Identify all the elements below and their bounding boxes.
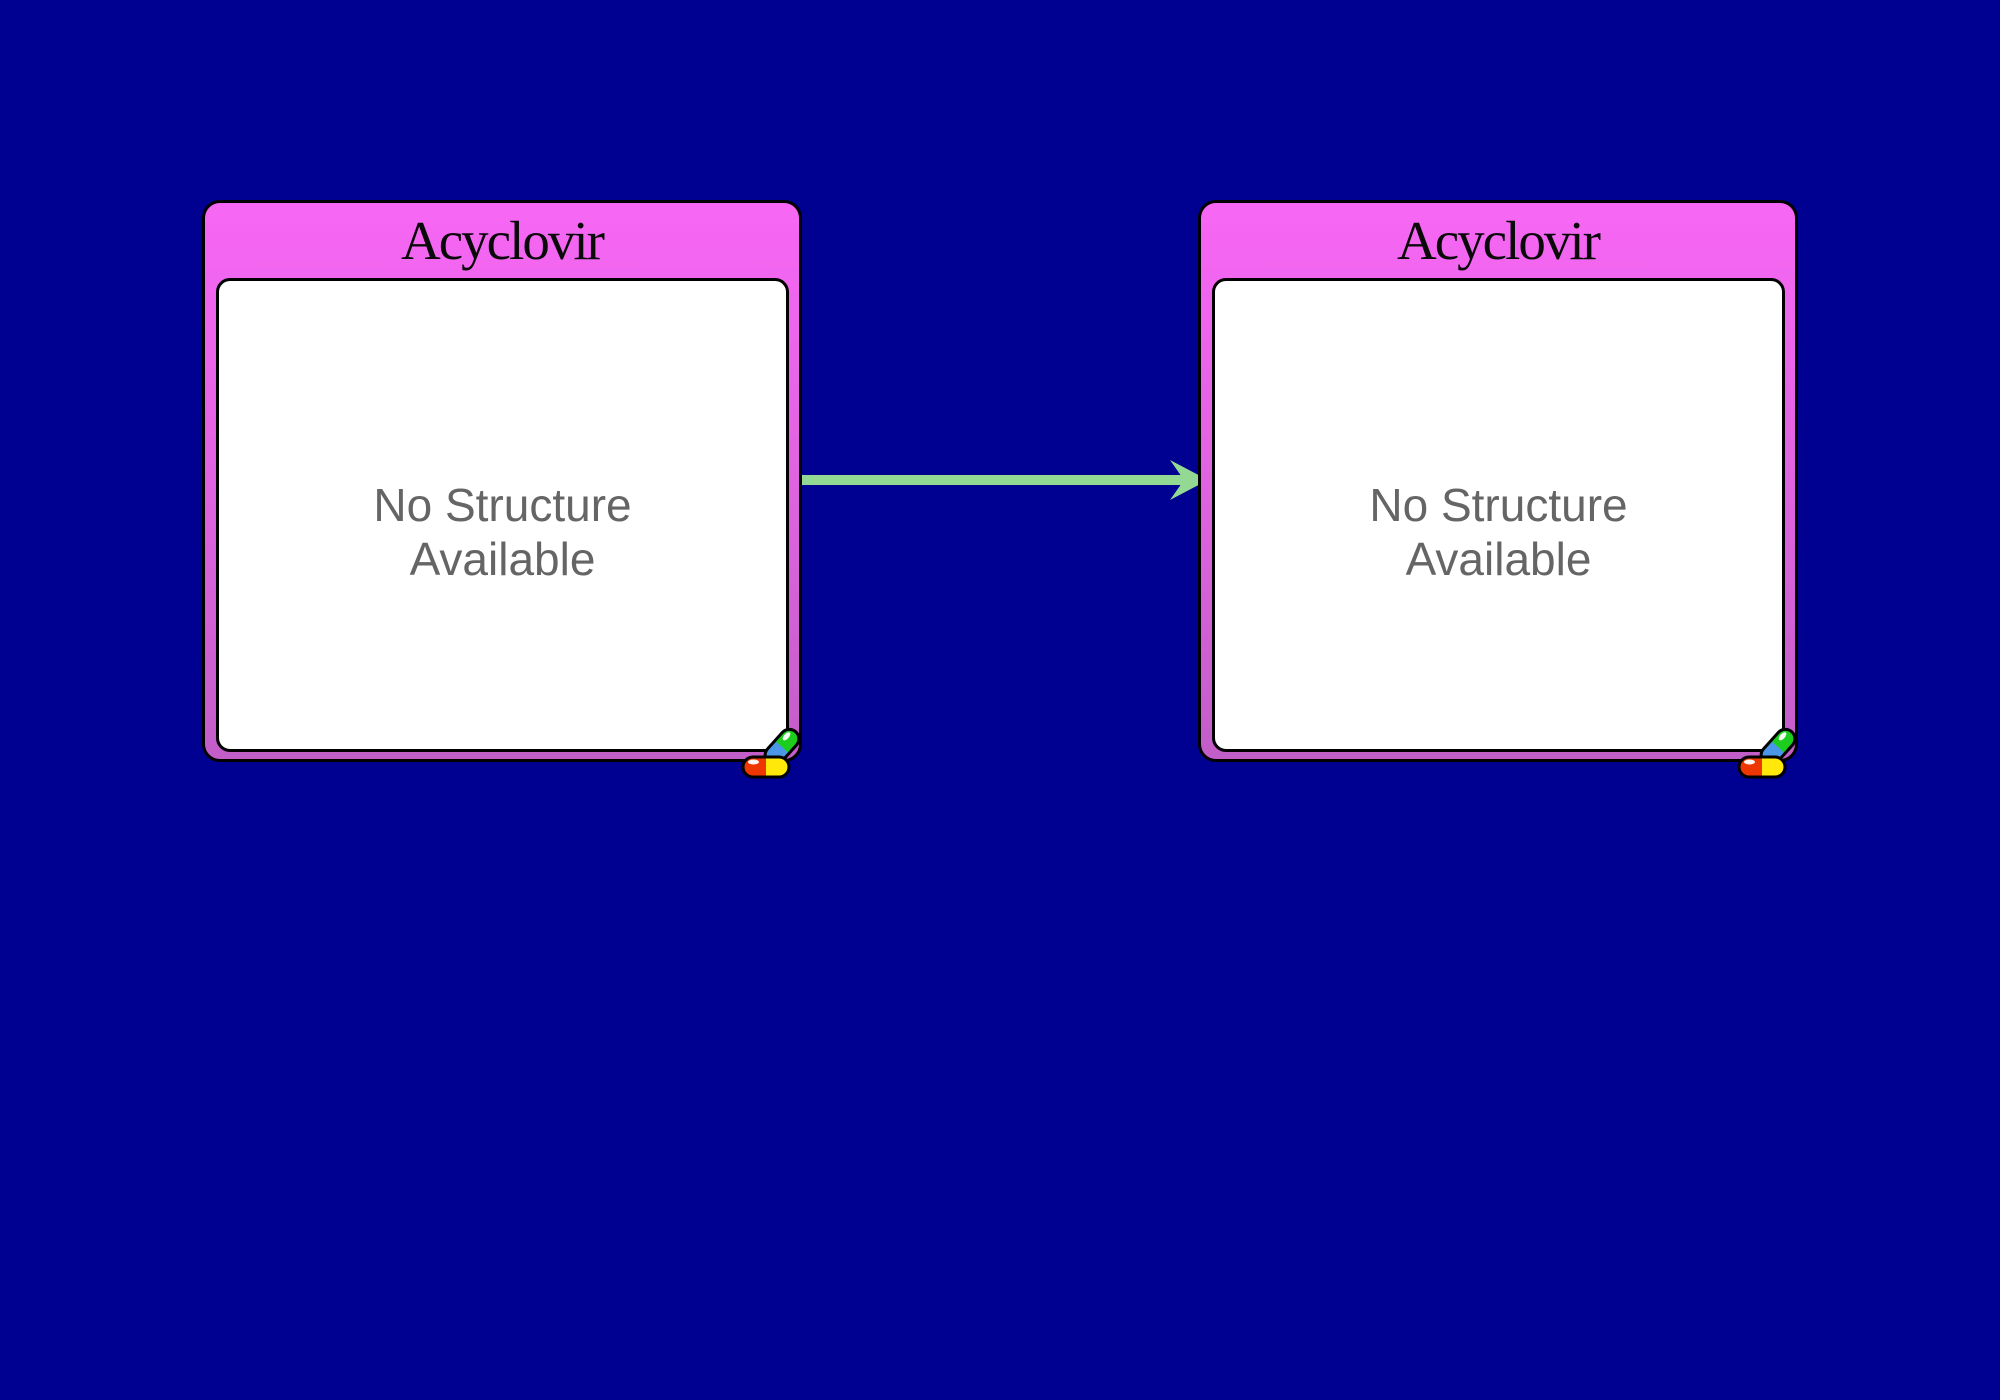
no-structure-line2: Available — [409, 533, 596, 585]
structure-panel: No Structure Available — [1212, 278, 1785, 752]
pills-icon[interactable] — [1718, 720, 1798, 790]
card-title: Acyclovir — [401, 210, 605, 271]
structure-panel: No Structure Available — [216, 278, 789, 752]
no-structure-line2: Available — [1405, 533, 1592, 585]
pills-icon[interactable] — [722, 720, 802, 790]
drug-node-right[interactable]: Acyclovir No Structure Available — [1198, 200, 1798, 779]
no-structure-line1: No Structure — [1369, 479, 1628, 531]
card-title: Acyclovir — [1397, 210, 1601, 271]
no-structure-line1: No Structure — [373, 479, 632, 531]
no-structure-text: No Structure Available — [1215, 478, 1782, 586]
drug-node-left[interactable]: Acyclovir No Structure Available — [202, 200, 802, 779]
reaction-arrow-icon — [802, 460, 1208, 500]
no-structure-text: No Structure Available — [219, 478, 786, 586]
